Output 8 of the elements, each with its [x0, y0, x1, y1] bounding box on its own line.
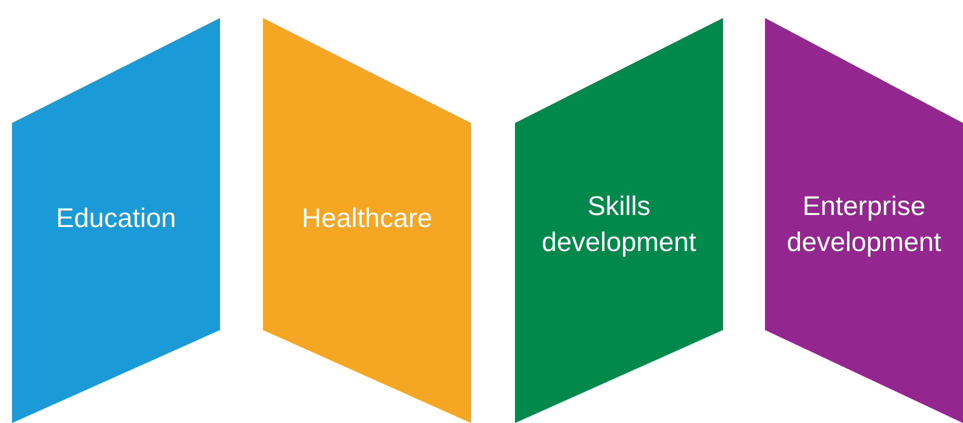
panel-label: Skills development [540, 190, 698, 259]
parallelogram-panel [12, 18, 220, 423]
panel-label: Healthcare [300, 202, 434, 235]
panel-label: Enterprise development [786, 190, 942, 259]
parallelogram-panel [263, 18, 471, 423]
parallelogram-panel [515, 18, 723, 423]
parallelogram-panel [765, 18, 963, 423]
panel-label: Education [54, 202, 178, 235]
